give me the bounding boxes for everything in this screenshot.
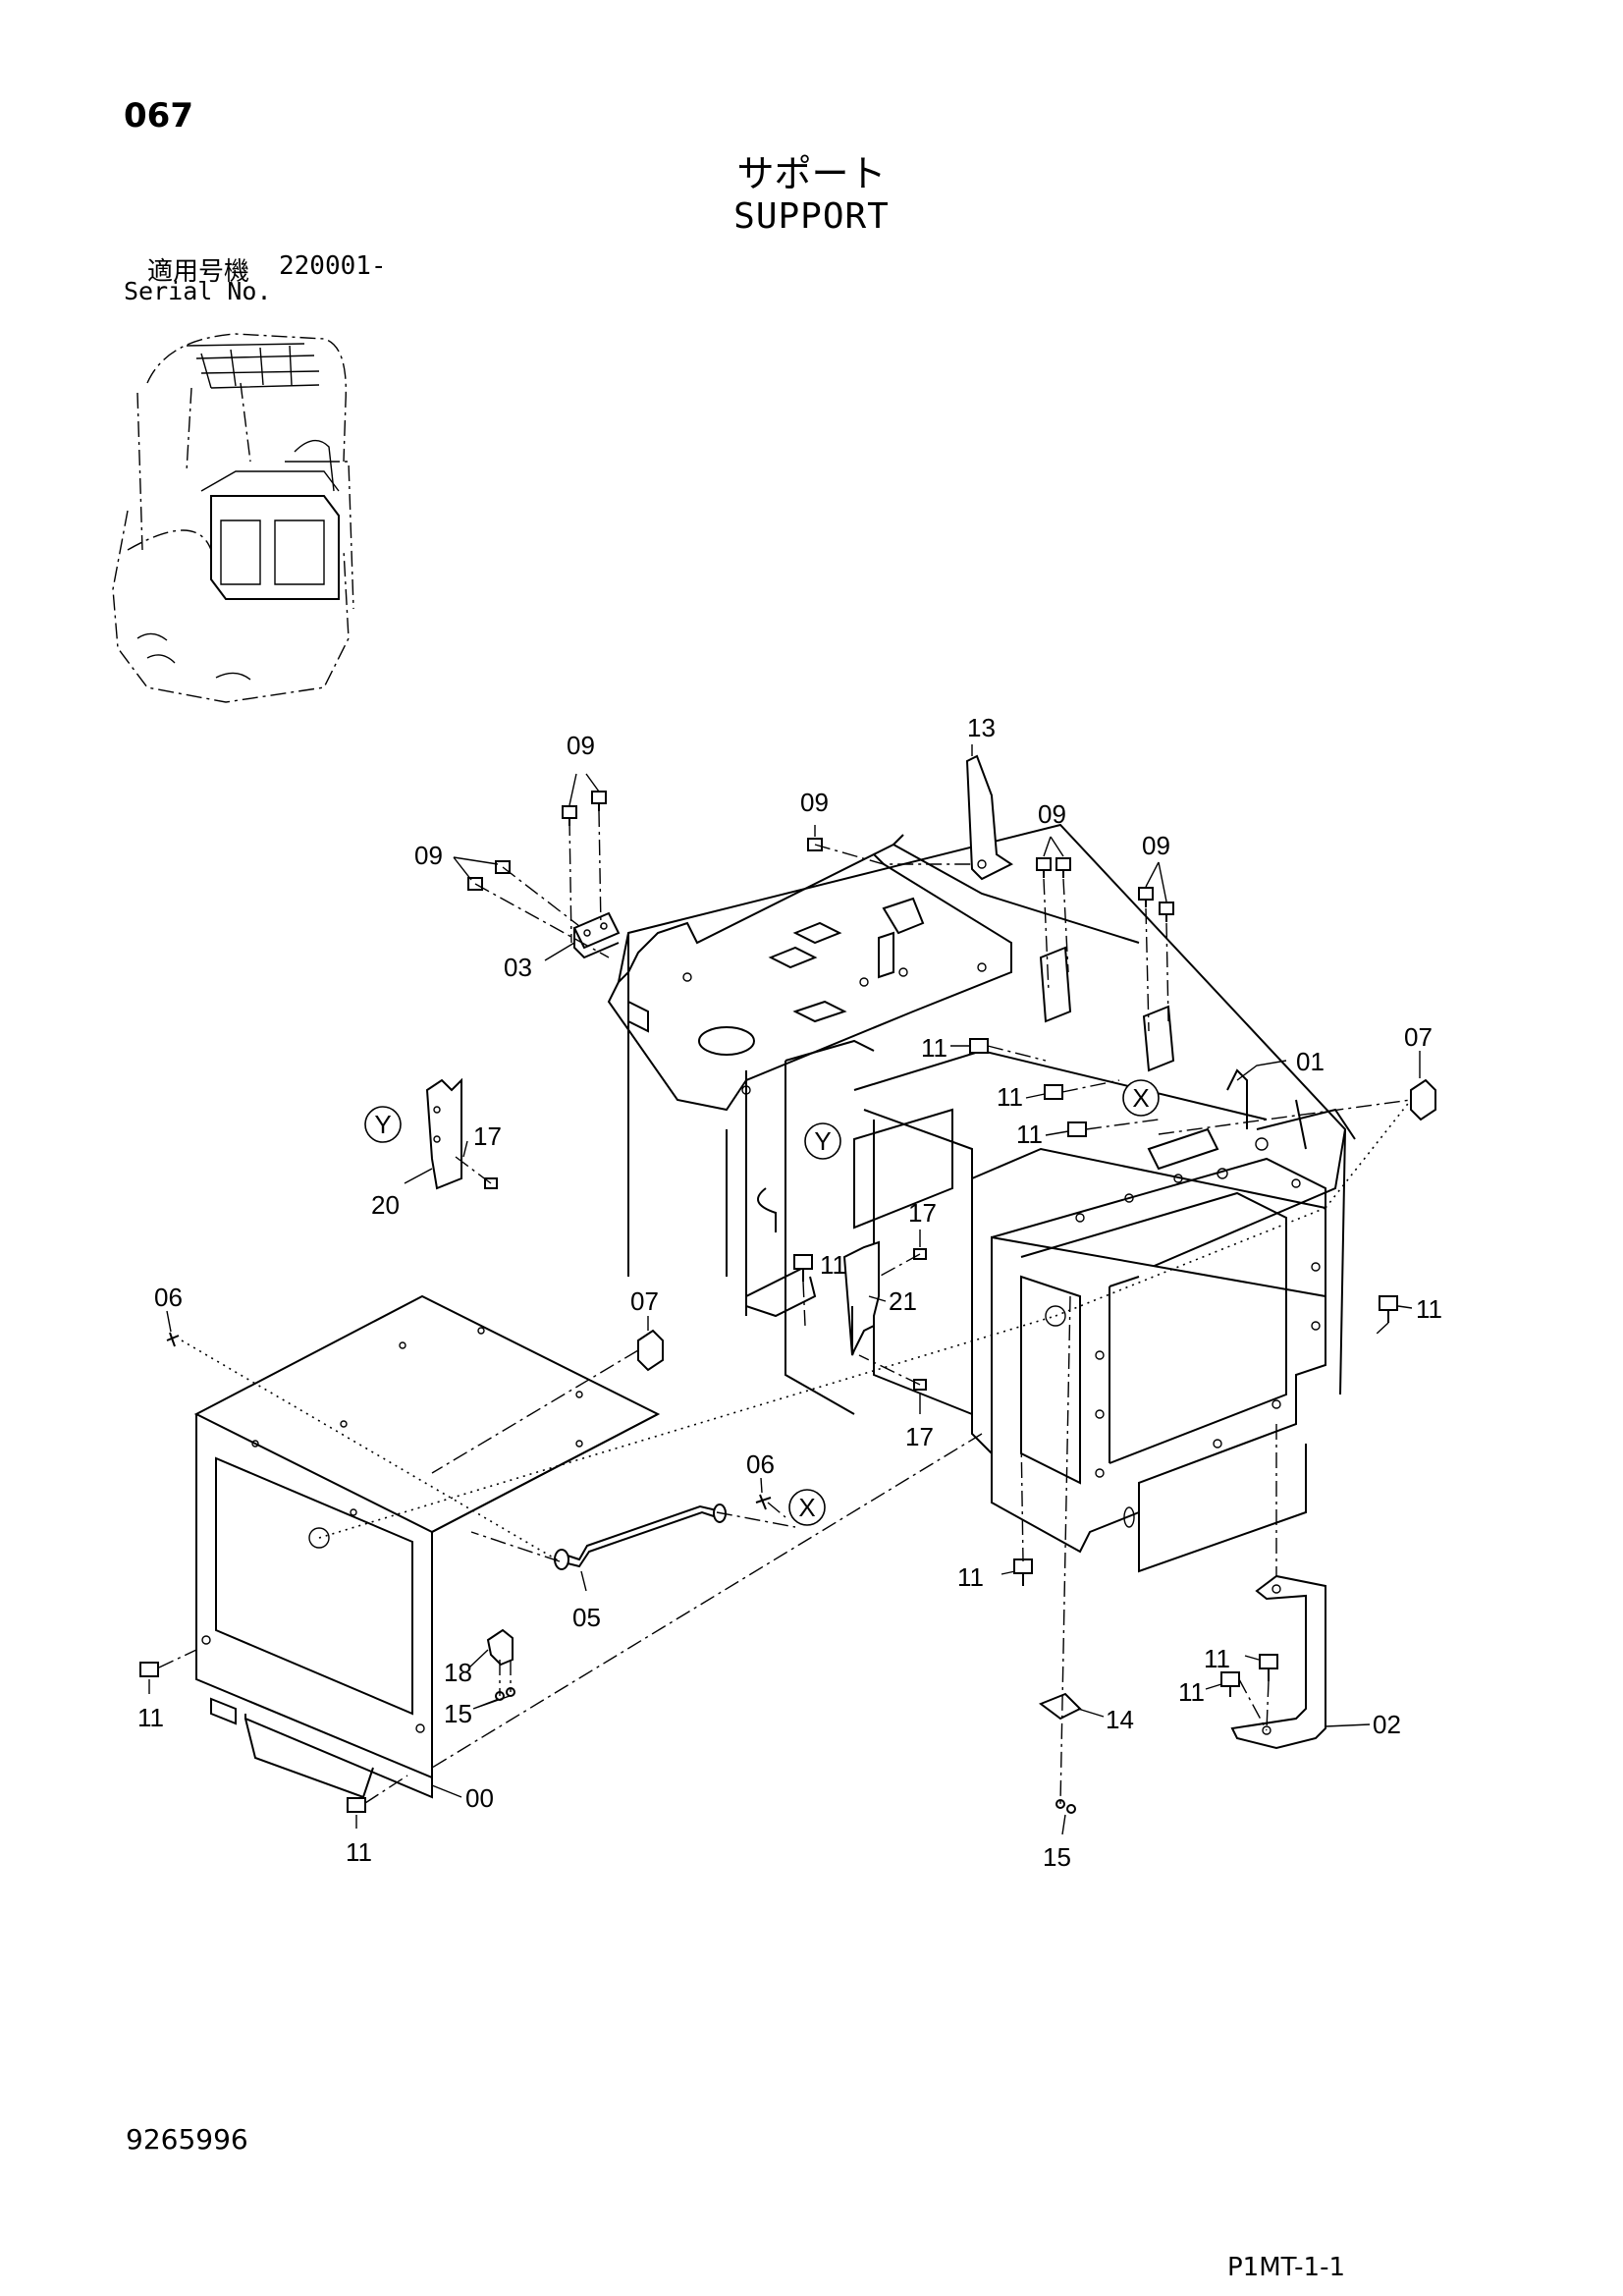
callout-11-e: 11 <box>1416 1294 1442 1324</box>
callout-17-b: 17 <box>908 1198 937 1228</box>
title-english: SUPPORT <box>733 196 890 237</box>
location-thumbnail <box>112 333 354 703</box>
bolts-09 <box>467 791 1174 922</box>
reference-markers: X X Y Y <box>364 1079 1160 1526</box>
title-japanese: サポート <box>736 152 887 195</box>
callout-17-a: 17 <box>473 1121 502 1151</box>
callout-03: 03 <box>504 953 532 982</box>
callout-09-d: 09 <box>1038 799 1066 829</box>
callout-11-g: 11 <box>1204 1644 1230 1673</box>
callout-leaders <box>148 744 1421 1835</box>
callout-09-e: 09 <box>1142 831 1170 860</box>
callout-02: 02 <box>1373 1710 1401 1739</box>
serial-label-english: Serial No. <box>124 277 272 305</box>
callout-11-h: 11 <box>1178 1677 1205 1707</box>
bushings-07 <box>637 1078 1436 1372</box>
callout-05: 05 <box>572 1603 601 1632</box>
assembly-lines <box>158 810 1412 1805</box>
document-number: 9265996 <box>126 2123 248 2156</box>
callout-00: 00 <box>465 1783 494 1813</box>
ref-y-right-label: Y <box>814 1126 831 1156</box>
callout-09-c: 09 <box>800 788 829 817</box>
support-frame-01 <box>618 823 1356 1573</box>
page-number: 067 <box>124 96 193 136</box>
pins-06 <box>166 1332 772 1510</box>
callout-17-c: 17 <box>905 1422 934 1451</box>
callout-06-a: 06 <box>154 1283 183 1312</box>
callout-11-b: 11 <box>997 1082 1023 1112</box>
clamp-18 <box>486 1628 514 1667</box>
callout-labels: 13 09 09 09 09 09 03 01 07 07 11 11 11 1… <box>137 713 1442 1872</box>
callout-09-a: 09 <box>567 731 595 760</box>
callout-11-f: 11 <box>957 1562 984 1592</box>
callout-11-a: 11 <box>921 1033 947 1063</box>
callout-20: 20 <box>371 1190 400 1220</box>
clamp-14 <box>1038 1692 1082 1721</box>
ref-y-left <box>364 1106 402 1143</box>
cover-box-00 <box>193 1294 661 1799</box>
plate-20 <box>425 1077 462 1190</box>
callout-11-c: 11 <box>1016 1120 1043 1149</box>
page-reference: P1MT-1-1 <box>1227 2253 1345 2282</box>
hinge-brackets <box>1039 946 1175 1072</box>
ref-x-upper-label: X <box>1132 1083 1149 1113</box>
bracket-02 <box>1230 1574 1326 1750</box>
callout-11-i: 11 <box>137 1703 164 1732</box>
callout-15-b: 15 <box>1043 1842 1071 1872</box>
plate-21 <box>842 1240 880 1356</box>
callout-11-j: 11 <box>346 1837 372 1867</box>
top-plate <box>607 834 1140 1112</box>
serial-label-japanese: 適用号機 <box>147 257 250 287</box>
callout-11-d: 11 <box>820 1250 846 1280</box>
callout-06-b: 06 <box>746 1449 775 1479</box>
ref-x-lower <box>788 1489 826 1526</box>
bracket-03 <box>572 911 621 959</box>
ref-x-upper <box>1122 1079 1160 1117</box>
callout-14: 14 <box>1106 1705 1134 1734</box>
callout-07-b: 07 <box>630 1286 659 1316</box>
ref-x-lower-label: X <box>798 1493 815 1522</box>
screws-15 <box>495 1687 1076 1814</box>
callout-01: 01 <box>1296 1047 1325 1076</box>
callout-18: 18 <box>444 1658 472 1687</box>
callout-13: 13 <box>967 713 996 742</box>
callout-15-a: 15 <box>444 1699 472 1728</box>
callout-07-a: 07 <box>1404 1022 1433 1052</box>
bracket-13 <box>965 754 1013 881</box>
callout-09-b: 09 <box>414 841 443 870</box>
ref-y-left-label: Y <box>374 1110 391 1139</box>
callout-21: 21 <box>889 1286 917 1316</box>
rod-05 <box>554 1503 727 1570</box>
serial-value: 220001- <box>279 251 387 281</box>
ref-y-right <box>804 1122 841 1160</box>
